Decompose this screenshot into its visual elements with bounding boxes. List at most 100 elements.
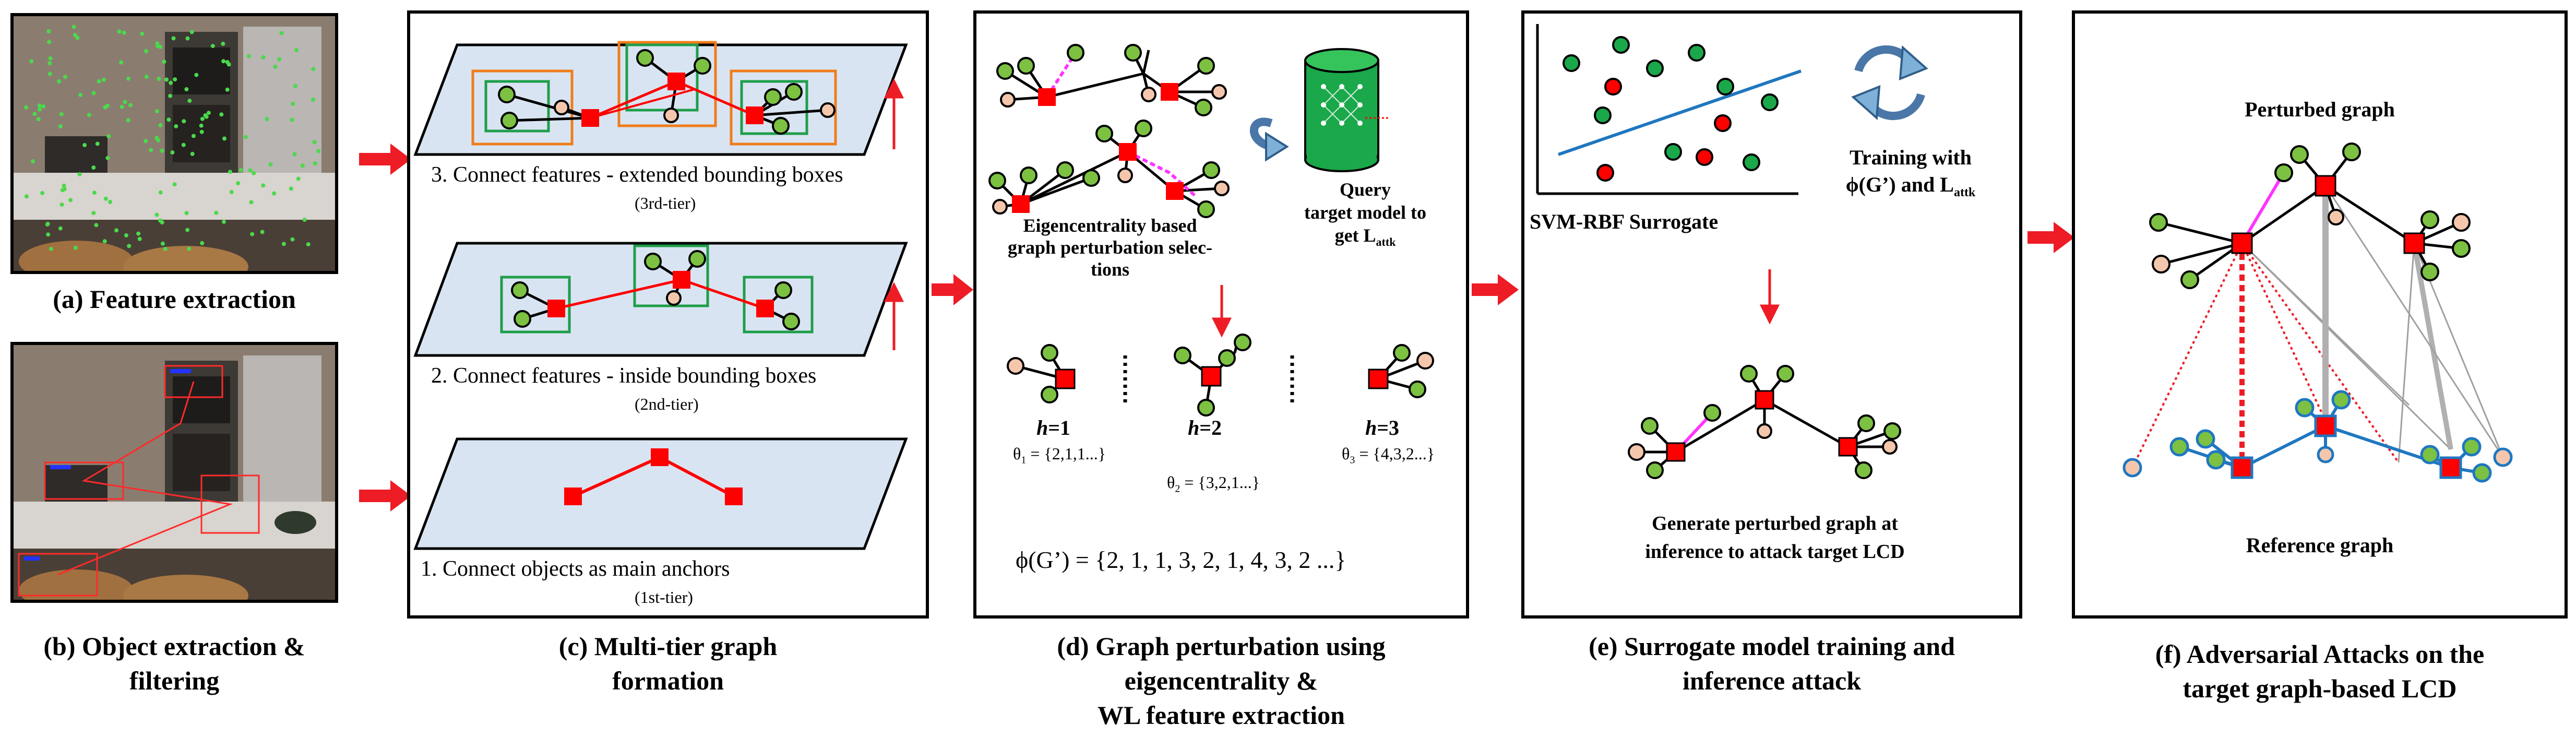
feature-keypoint (144, 49, 148, 53)
feature-keypoint (187, 99, 192, 103)
feature-keypoint (102, 77, 106, 82)
feature-keypoint (221, 41, 225, 46)
training-label-line2: ϕ(G’) and Lattk (1845, 173, 1976, 199)
feature-keypoint (268, 162, 273, 167)
adversarial-diagram (2122, 142, 2513, 483)
feature-keypoint (47, 72, 52, 76)
feature-keypoint (306, 242, 311, 247)
panel-multi-tier-graph: 3. Connect features - extended bounding … (407, 10, 929, 619)
feature-keypoint (63, 75, 67, 79)
perturbed-graph (2149, 142, 2471, 289)
tier3-label: 3. Connect features - extended bounding … (431, 163, 843, 187)
svm-label: SVM-RBF Surrogate (1530, 210, 1719, 233)
feature-keypoint (226, 62, 231, 67)
feature-keypoint (82, 142, 87, 147)
feature-keypoint (250, 232, 255, 236)
feature-keypoint (140, 31, 145, 36)
reference-graph (2122, 390, 2513, 483)
feature-keypoint (154, 212, 159, 217)
feature-keypoint (31, 159, 35, 164)
graph-matching-links (2131, 185, 2504, 468)
feature-keypoint (260, 230, 265, 234)
feature-keypoint (59, 112, 64, 116)
feature-keypoint (171, 36, 176, 41)
feature-keypoint (108, 199, 112, 204)
feature-keypoint (194, 73, 199, 77)
feature-keypoint (187, 246, 192, 251)
feature-keypoint (78, 92, 83, 97)
feature-keypoint (181, 142, 186, 147)
feature-keypoint (103, 196, 108, 201)
theta1-label: θ1 = {2,1,1...} (1013, 444, 1106, 466)
feature-keypoint (158, 218, 162, 223)
feature-keypoint (185, 36, 190, 41)
feature-keypoint (91, 91, 96, 96)
panel-graph-perturbation: Eigencentrality based graph perturbation… (973, 10, 1469, 619)
feature-keypoint (300, 163, 305, 168)
eigen-label-line3: tions (1090, 259, 1129, 280)
query-sub: attk (1376, 235, 1396, 249)
feature-keypoint (47, 40, 52, 44)
feature-keypoint (68, 198, 73, 203)
tier1-graph (564, 448, 743, 505)
feature-keypoint (149, 148, 153, 152)
feature-keypoint (144, 75, 149, 79)
feature-keypoint (222, 136, 226, 141)
feature-keypoint (77, 172, 82, 176)
feature-keypoint (163, 246, 168, 251)
feature-keypoint (127, 244, 132, 248)
wl-subgraph-h2 (1174, 334, 1251, 417)
caption-e: (e) Surrogate model training and inferen… (1521, 629, 2022, 698)
feature-keypoint (277, 57, 282, 62)
multi-tier-graph-diagram (413, 41, 908, 550)
feature-keypoint (272, 191, 277, 196)
feature-keypoint (45, 222, 50, 227)
training-sub: attk (1953, 186, 1976, 199)
feature-keypoint (105, 156, 110, 160)
feature-keypoint (169, 80, 173, 85)
object-extraction-photo (10, 342, 338, 603)
feature-keypoint (73, 245, 78, 250)
feature-keypoint (210, 44, 215, 49)
feature-keypoint (311, 67, 316, 72)
feature-keypoint (105, 103, 110, 108)
theta2-sym: θ (1167, 473, 1175, 492)
feature-keypoint (166, 117, 171, 122)
training-label: Training with ϕ(G’) and Lattk (1806, 144, 2015, 206)
feature-keypoint (41, 104, 46, 109)
feature-keypoint (62, 183, 66, 188)
feature-keypoint (122, 30, 126, 35)
feature-keypoint (222, 219, 226, 224)
tier1-plane (413, 437, 908, 550)
feature-keypoint (292, 152, 297, 157)
feature-keypoint (126, 118, 130, 123)
feature-keypoint (102, 239, 107, 244)
eigen-label: Eigencentrality based graph perturbation… (1008, 215, 1212, 280)
feature-keypoint (296, 176, 301, 181)
feature-keypoint (200, 116, 205, 121)
feature-keypoint (58, 124, 63, 128)
caption-b-line2: filtering (129, 666, 220, 695)
feature-keypoint (189, 30, 194, 34)
tier2-plane (413, 242, 908, 357)
feature-keypoint (92, 191, 97, 195)
feature-keypoint (40, 191, 45, 195)
feature-keypoint (312, 140, 317, 145)
theta1-value: = {2,1,1...} (1030, 444, 1106, 463)
query-label-line2: target model to (1304, 202, 1426, 223)
tier1-label: 1. Connect objects as main anchors (421, 557, 730, 581)
feature-keypoint (162, 60, 166, 64)
caption-d-line1: (d) Graph perturbation using (1057, 632, 1386, 661)
kitchen-image-objects (14, 345, 335, 600)
feature-keypoint (290, 117, 294, 122)
feature-keypoint (225, 87, 230, 92)
feature-keypoint (279, 31, 284, 35)
feature-keypoint (291, 102, 295, 106)
query-label-line1: Query (1340, 179, 1391, 200)
feature-keypoint (184, 211, 189, 216)
caption-f-line1: (f) Adversarial Attacks on the (2155, 639, 2485, 669)
caption-c: (c) Multi-tier graph formation (407, 629, 929, 698)
caption-f: (f) Adversarial Attacks on the target gr… (2072, 637, 2568, 706)
tier3-graph (471, 41, 837, 146)
perturbation-diagram (988, 44, 1434, 417)
